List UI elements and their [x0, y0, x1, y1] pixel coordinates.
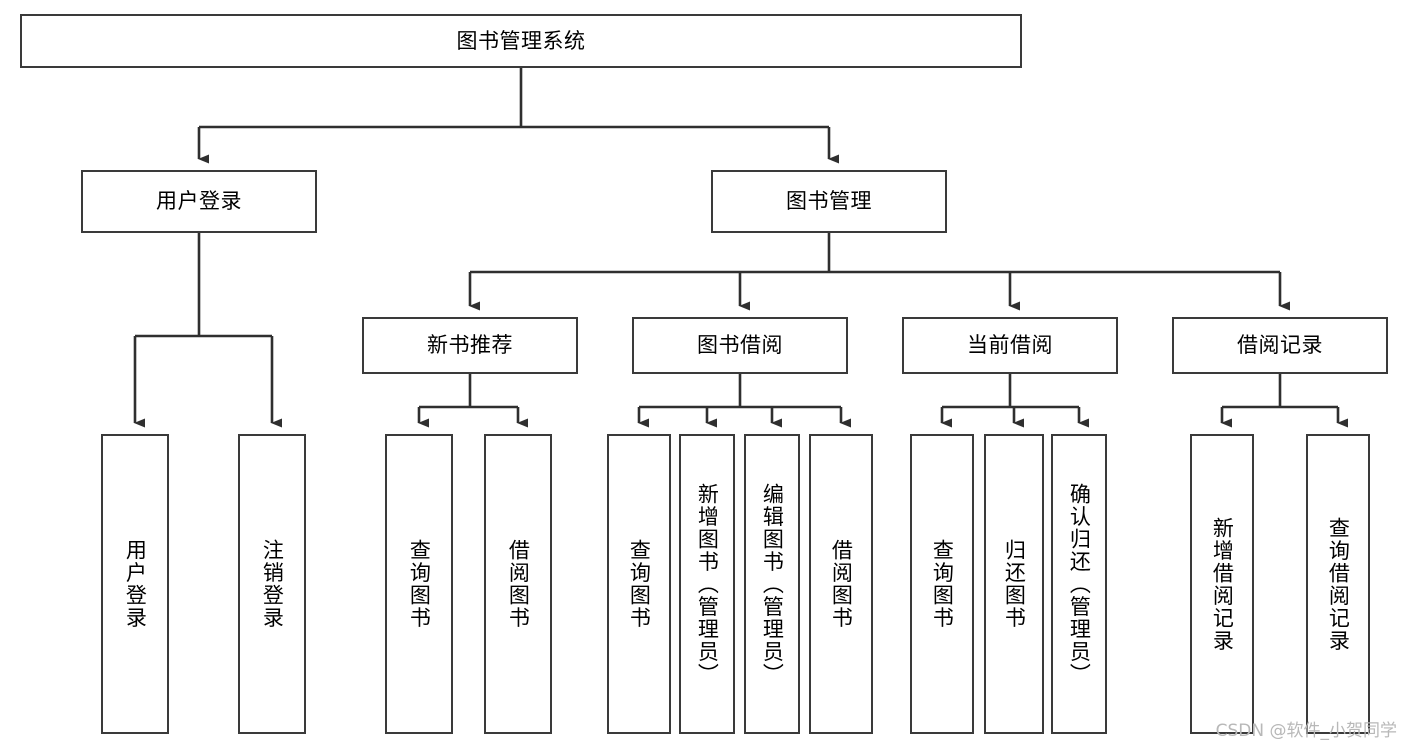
leaf-new-borrow-book-label: 借阅图书: [506, 539, 531, 629]
leaf-current-confirm-return[interactable]: 确认归还（管理员）: [1051, 434, 1107, 734]
leaf-new-query-book-label: 查询图书: [407, 539, 432, 629]
leaf-record-add-label: 新增借阅记录: [1210, 516, 1235, 652]
leaf-borrow-query-book-label: 查询图书: [627, 539, 652, 629]
node-root[interactable]: 图书管理系统: [20, 14, 1022, 68]
leaf-record-add[interactable]: 新增借阅记录: [1190, 434, 1254, 734]
leaf-new-borrow-book[interactable]: 借阅图书: [484, 434, 552, 734]
leaf-record-query-label: 查询借阅记录: [1326, 516, 1351, 652]
node-book-management-module[interactable]: 图书管理: [711, 170, 947, 233]
leaf-user-logout[interactable]: 注销登录: [238, 434, 306, 734]
watermark: CSDN @软件_小贺同学: [1215, 721, 1397, 741]
leaf-borrow-lend-book[interactable]: 借阅图书: [809, 434, 873, 734]
node-user-login-module[interactable]: 用户登录: [81, 170, 317, 233]
node-current-borrow-label: 当前借阅: [967, 333, 1053, 358]
leaf-borrow-lend-book-label: 借阅图书: [829, 539, 854, 629]
node-root-label: 图书管理系统: [456, 28, 586, 53]
node-book-management-module-label: 图书管理: [786, 189, 872, 214]
leaf-current-return-book[interactable]: 归还图书: [984, 434, 1044, 734]
node-borrow-record-label: 借阅记录: [1237, 333, 1323, 358]
node-user-login-module-label: 用户登录: [156, 189, 242, 214]
leaf-current-return-book-label: 归还图书: [1002, 539, 1027, 629]
leaf-borrow-add-book[interactable]: 新增图书（管理员）: [679, 434, 735, 734]
leaf-borrow-query-book[interactable]: 查询图书: [607, 434, 671, 734]
leaf-current-query-book[interactable]: 查询图书: [910, 434, 974, 734]
leaf-current-query-book-label: 查询图书: [930, 539, 955, 629]
leaf-user-logout-label: 注销登录: [260, 539, 285, 629]
node-current-borrow[interactable]: 当前借阅: [902, 317, 1118, 374]
node-new-book-recommend[interactable]: 新书推荐: [362, 317, 578, 374]
leaf-current-confirm-return-label: 确认归还（管理员）: [1067, 482, 1092, 686]
node-book-borrow-label: 图书借阅: [697, 333, 783, 358]
node-new-book-recommend-label: 新书推荐: [427, 333, 513, 358]
leaf-record-query[interactable]: 查询借阅记录: [1306, 434, 1370, 734]
node-book-borrow[interactable]: 图书借阅: [632, 317, 848, 374]
leaf-user-login-label: 用户登录: [123, 539, 148, 629]
leaf-borrow-add-book-label: 新增图书（管理员）: [695, 482, 720, 686]
leaf-borrow-edit-book-label: 编辑图书（管理员）: [760, 482, 785, 686]
leaf-user-login[interactable]: 用户登录: [101, 434, 169, 734]
leaf-borrow-edit-book[interactable]: 编辑图书（管理员）: [744, 434, 800, 734]
leaf-new-query-book[interactable]: 查询图书: [385, 434, 453, 734]
node-borrow-record[interactable]: 借阅记录: [1172, 317, 1388, 374]
